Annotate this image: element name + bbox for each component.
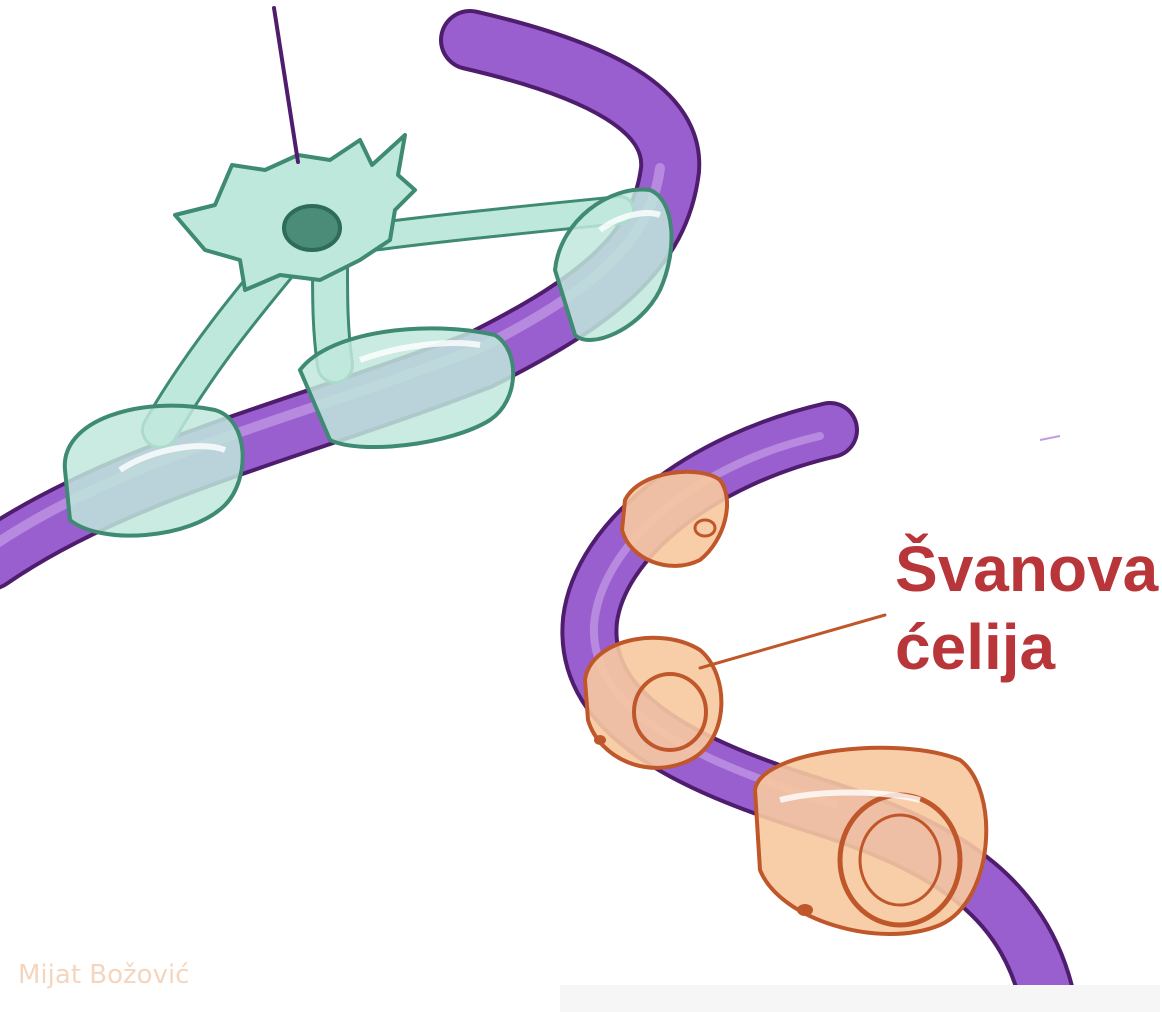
schwann-cell-label: Švanova ćelija xyxy=(895,530,1158,686)
schwann-leader-line xyxy=(700,615,885,668)
artist-signature: Mijat Božović xyxy=(18,960,189,990)
bottom-edge-band xyxy=(560,985,1160,1012)
schwann-label-line1: Švanova xyxy=(895,530,1158,608)
oligodendrocyte-leader-line xyxy=(274,8,298,162)
schwann-label-line2: ćelija xyxy=(895,608,1158,686)
oligodendrocyte-nucleus xyxy=(284,206,340,250)
oligodendrocyte-cell-body xyxy=(175,135,415,290)
